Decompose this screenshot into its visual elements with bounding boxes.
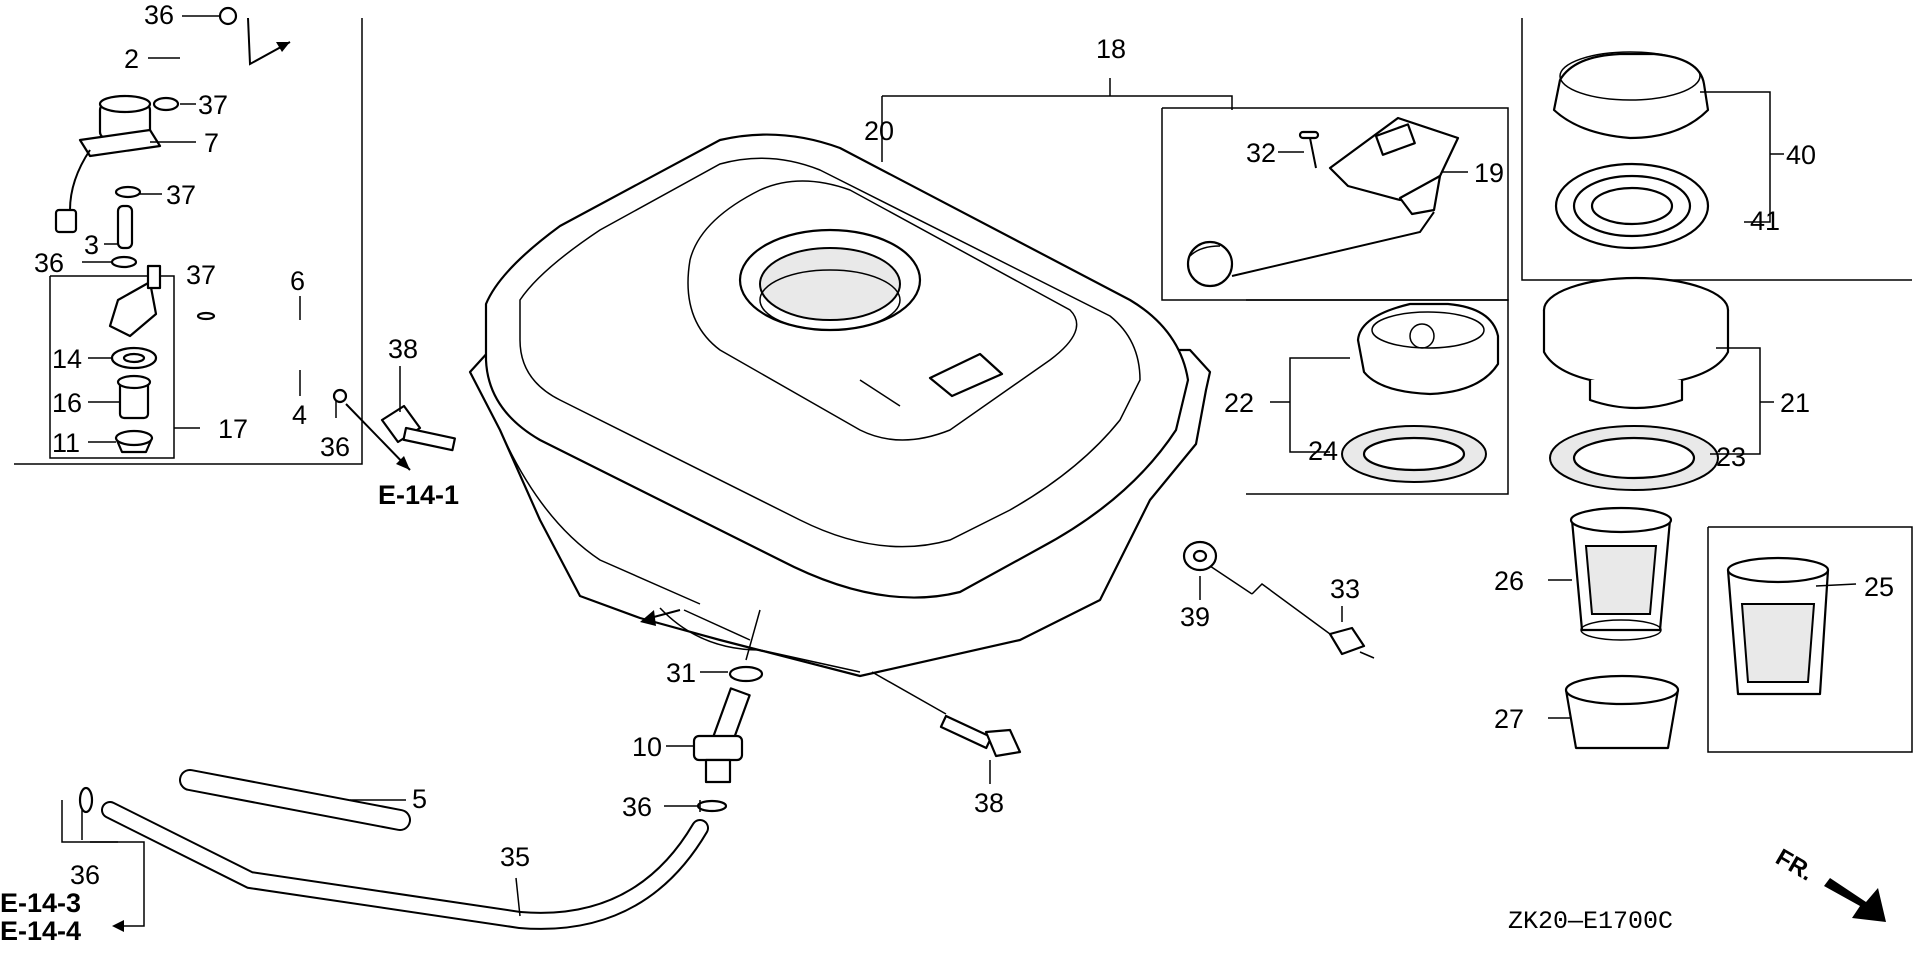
callout-4: 4 xyxy=(292,400,307,430)
bolts xyxy=(380,404,1022,758)
leader-lines xyxy=(82,15,1857,917)
ref-e-14-3: E-14-3 xyxy=(0,888,81,918)
callout-39: 39 xyxy=(1180,602,1210,632)
callout-41: 41 xyxy=(1750,206,1780,236)
callout-36: 36 xyxy=(622,792,652,822)
callout-38: 38 xyxy=(388,334,418,364)
callout-6: 6 xyxy=(290,266,305,296)
callout-31: 31 xyxy=(666,658,696,688)
callout-labels: 36 2 37 7 37 3 36 37 6 14 16 11 17 4 36 … xyxy=(34,0,1894,890)
callout-17: 17 xyxy=(218,414,248,444)
fuel-cock-and-hoses xyxy=(61,609,764,932)
callout-36: 36 xyxy=(34,248,64,278)
left-parts xyxy=(54,6,411,471)
reference-labels: E-14-1 E-14-3 E-14-4 ZK20—E1700C FR. xyxy=(0,480,1818,946)
callout-24: 24 xyxy=(1308,436,1338,466)
frame-lines xyxy=(14,18,1913,753)
callout-11: 11 xyxy=(52,428,80,458)
callout-14: 14 xyxy=(52,344,82,374)
strainers xyxy=(1564,506,1830,750)
callout-36: 36 xyxy=(144,0,174,30)
callout-36: 36 xyxy=(320,432,350,462)
callout-27: 27 xyxy=(1494,704,1524,734)
callout-38: 38 xyxy=(974,788,1004,818)
diagram-code: ZK20—E1700C xyxy=(1508,907,1673,936)
callout-5: 5 xyxy=(412,784,427,814)
callout-37: 37 xyxy=(198,90,228,120)
callout-2: 2 xyxy=(124,44,139,74)
callout-25: 25 xyxy=(1864,572,1894,602)
callout-26: 26 xyxy=(1494,566,1524,596)
filler-caps xyxy=(1341,51,1730,491)
ref-e-14-4: E-14-4 xyxy=(0,916,81,946)
callout-22: 22 xyxy=(1224,388,1254,418)
callout-16: 16 xyxy=(52,388,82,418)
callout-21: 21 xyxy=(1780,388,1810,418)
callout-33: 33 xyxy=(1330,574,1360,604)
callout-23: 23 xyxy=(1716,442,1746,472)
callout-35: 35 xyxy=(500,842,530,872)
nuts-washers xyxy=(1182,540,1375,659)
front-label: FR. xyxy=(1771,844,1818,887)
front-arrow xyxy=(1824,878,1886,922)
callout-37: 37 xyxy=(166,180,196,210)
fuel-tank xyxy=(468,133,1212,678)
fuel-gauge xyxy=(1186,116,1460,288)
callout-3: 3 xyxy=(84,230,99,260)
callout-7: 7 xyxy=(204,128,219,158)
ref-e-14-1: E-14-1 xyxy=(378,480,459,510)
callout-36: 36 xyxy=(70,860,100,890)
callout-32: 32 xyxy=(1246,138,1276,168)
callout-18: 18 xyxy=(1096,34,1126,64)
callout-40: 40 xyxy=(1786,140,1816,170)
callout-37: 37 xyxy=(186,260,216,290)
callout-10: 10 xyxy=(632,732,662,762)
callout-19: 19 xyxy=(1474,158,1504,188)
callout-20: 20 xyxy=(864,116,894,146)
